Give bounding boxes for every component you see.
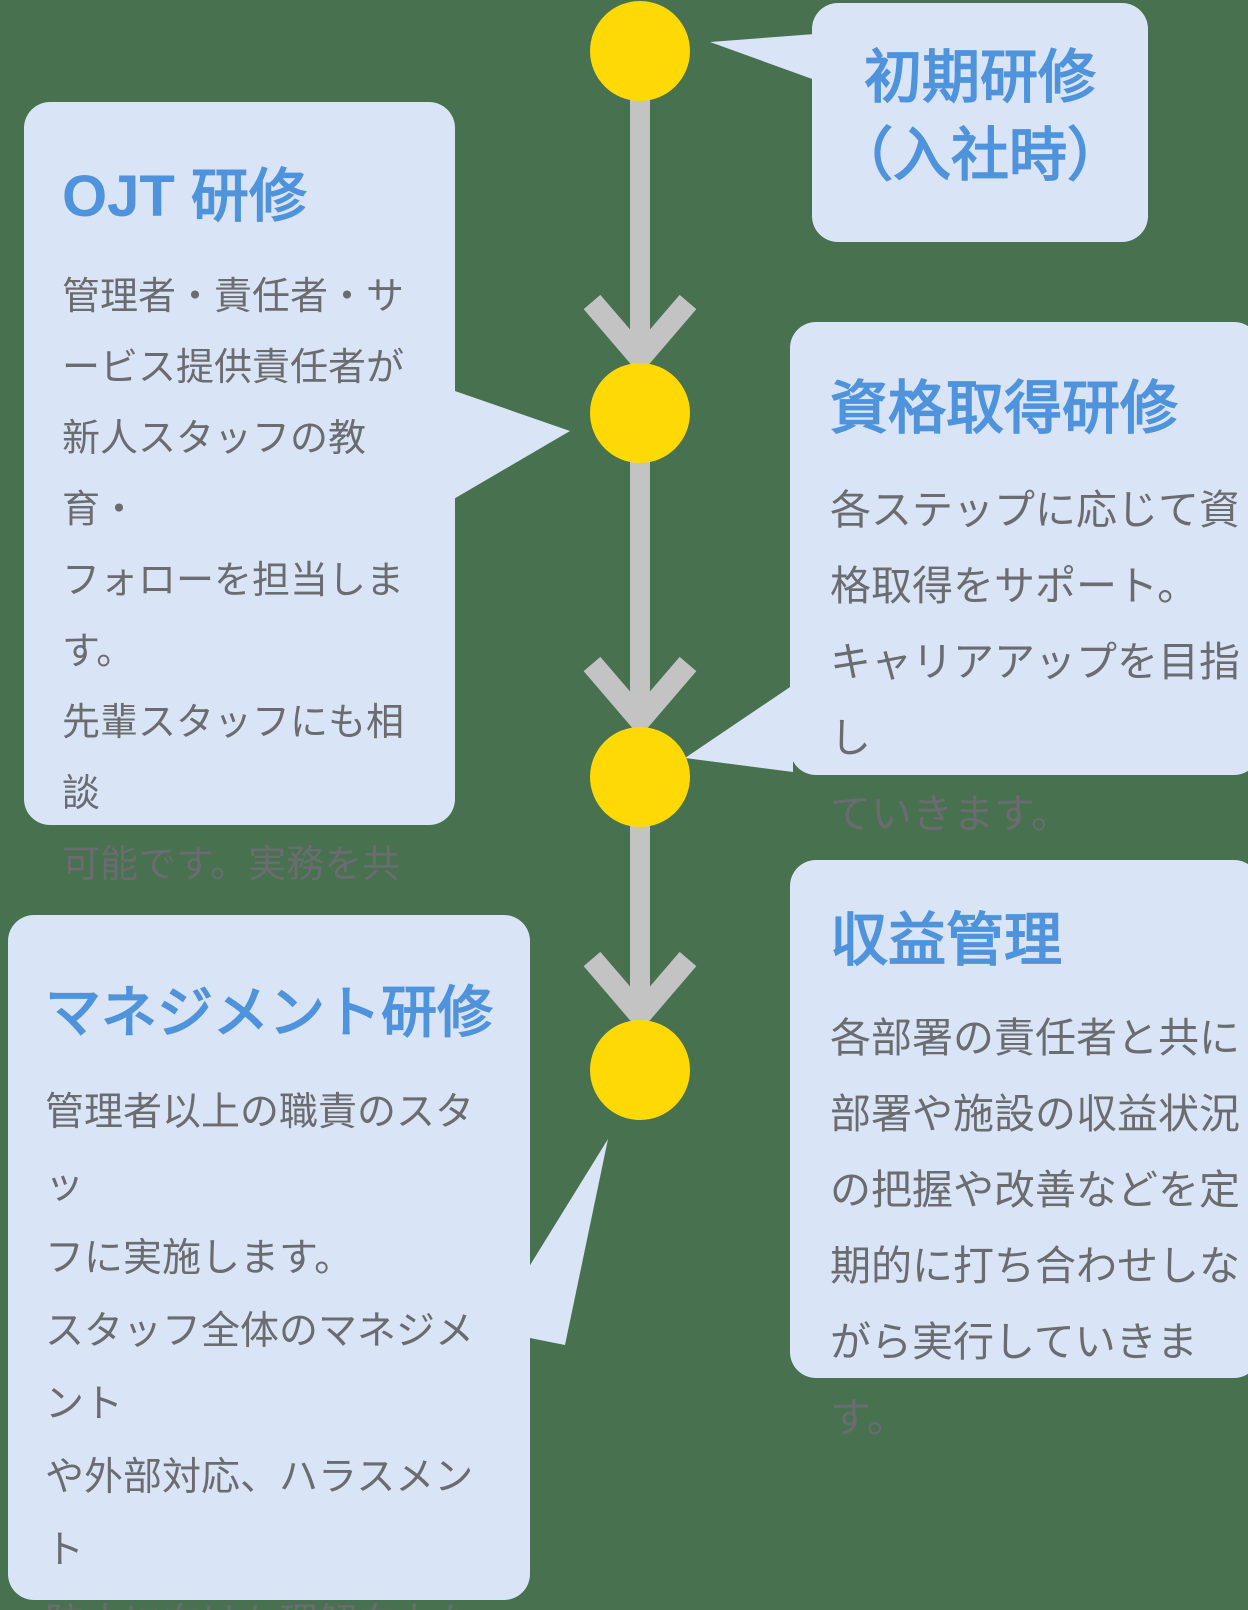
- callout-certification-title: 資格取得研修: [830, 376, 1179, 441]
- arrow-head-icon-3: [583, 951, 697, 1032]
- step-node-4: [590, 1020, 690, 1120]
- callout-initial-title: 初期研修 （入社時）: [834, 45, 1125, 188]
- callout-certification-training: 資格取得研修 各ステップに応じて資 格取得をサポート。 キャリアアップを目指し …: [790, 322, 1248, 837]
- step-node-3: [590, 727, 690, 827]
- callout-ojt-title: OJT 研修: [62, 164, 307, 229]
- callout-ojt-body: 管理者・責任者・サ ービス提供責任者が 新人スタッフの教育・ フォローを担当しま…: [62, 275, 405, 1170]
- callout-tail-ojt: [452, 390, 570, 500]
- callout-certification-body: 各ステップに応じて資 格取得をサポート。 キャリアアップを目指し ていきます。: [830, 486, 1240, 837]
- callout-initial-training: 初期研修 （入社時）: [812, 3, 1148, 242]
- step-node-2: [590, 363, 690, 463]
- callout-tail-initial: [710, 34, 815, 80]
- callout-management-training: マネジメント研修 管理者以上の職責のスタッ フに実施します。 スタッフ全体のマネ…: [8, 915, 530, 1610]
- callout-profit-title: 収益管理: [830, 908, 1063, 973]
- arrow-head-icon-1: [583, 294, 697, 375]
- arrow-head-icon-2: [583, 656, 697, 737]
- callout-profit-management: 収益管理 各部署の責任者と共に 部署や施設の収益状況 の把握や改善などを定 期的…: [790, 860, 1248, 1441]
- callout-tail-shikaku: [685, 685, 793, 772]
- callout-profit-body: 各部署の責任者と共に 部署や施設の収益状況 の把握や改善などを定 期的に打ち合わ…: [830, 1014, 1240, 1441]
- step-node-1: [590, 1, 690, 101]
- callout-ojt-training: OJT 研修 管理者・責任者・サ ービス提供責任者が 新人スタッフの教育・ フォ…: [24, 102, 455, 1170]
- callout-management-body: 管理者以上の職責のスタッ フに実施します。 スタッフ全体のマネジメント や外部対…: [45, 1091, 475, 1610]
- callout-management-title: マネジメント研修: [45, 981, 493, 1044]
